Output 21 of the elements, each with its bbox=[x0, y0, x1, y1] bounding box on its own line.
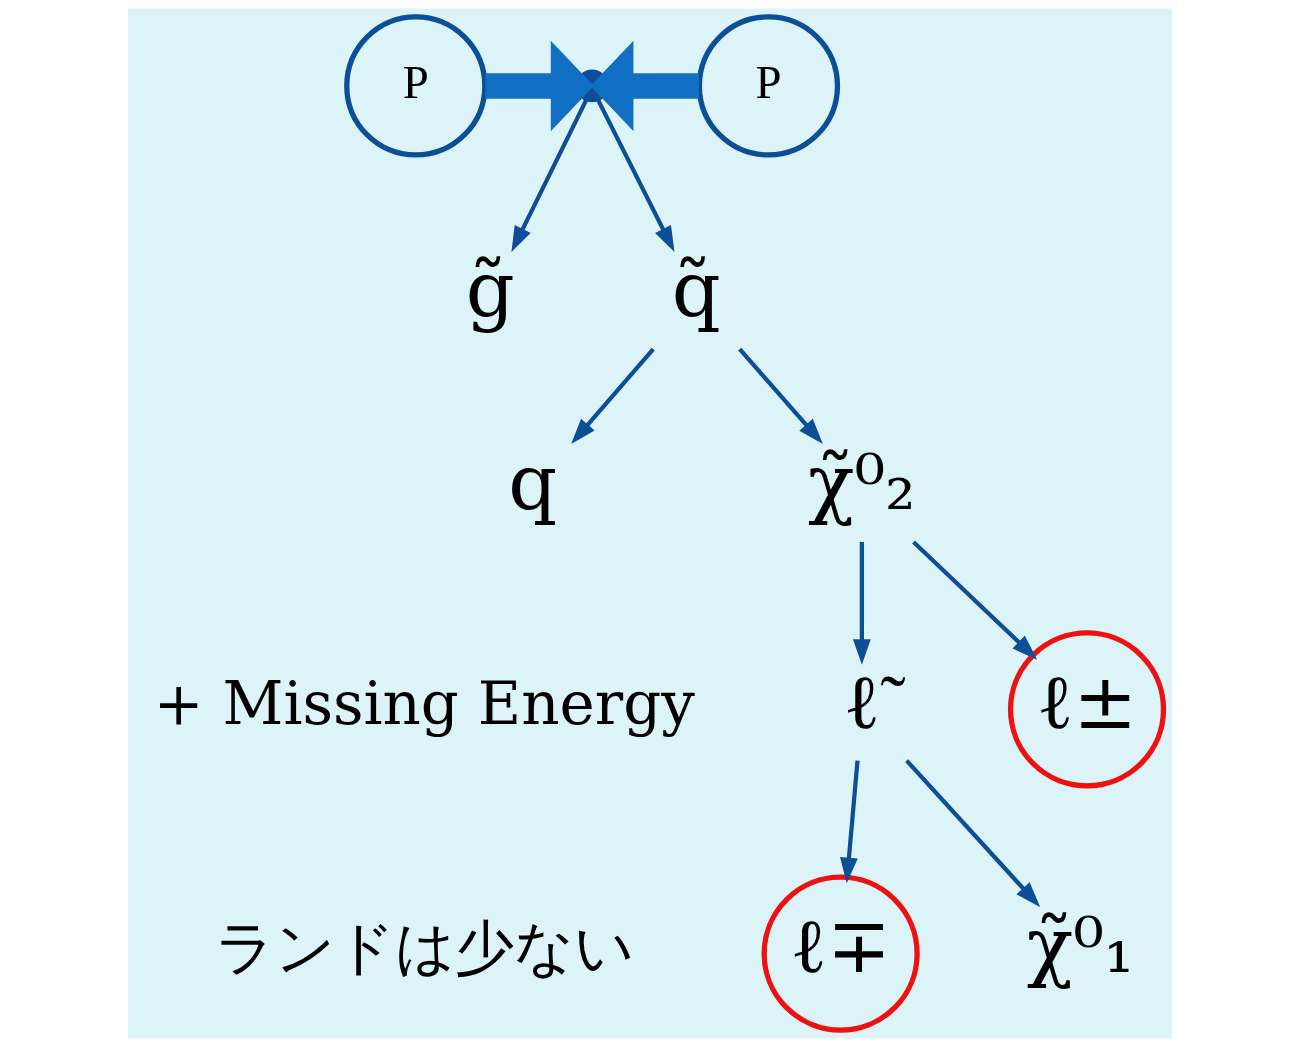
node-circle: ℓ∓ bbox=[761, 874, 920, 1033]
arrow bbox=[484, 40, 594, 132]
arrow bbox=[510, 99, 588, 252]
arrow bbox=[852, 541, 871, 665]
arrow bbox=[911, 540, 1037, 660]
arrow bbox=[589, 40, 699, 132]
label: ランドは少ない bbox=[214, 913, 634, 983]
arrow bbox=[904, 759, 1040, 908]
arrow bbox=[839, 760, 860, 884]
node-text: g̃ bbox=[465, 244, 515, 334]
arrow bbox=[595, 99, 674, 252]
node-text: q̃ bbox=[671, 244, 721, 334]
arrow bbox=[570, 347, 655, 444]
node-circle: P bbox=[343, 14, 487, 158]
node-circle: P bbox=[696, 14, 840, 158]
arrow bbox=[737, 347, 823, 444]
label: + Missing Energy bbox=[153, 669, 695, 739]
node-text: χ̃⁰₂ bbox=[807, 438, 916, 528]
node-text: q bbox=[507, 438, 557, 528]
node-text: χ̃⁰₁ bbox=[1026, 901, 1134, 991]
node-circle: ℓ± bbox=[1007, 630, 1166, 789]
